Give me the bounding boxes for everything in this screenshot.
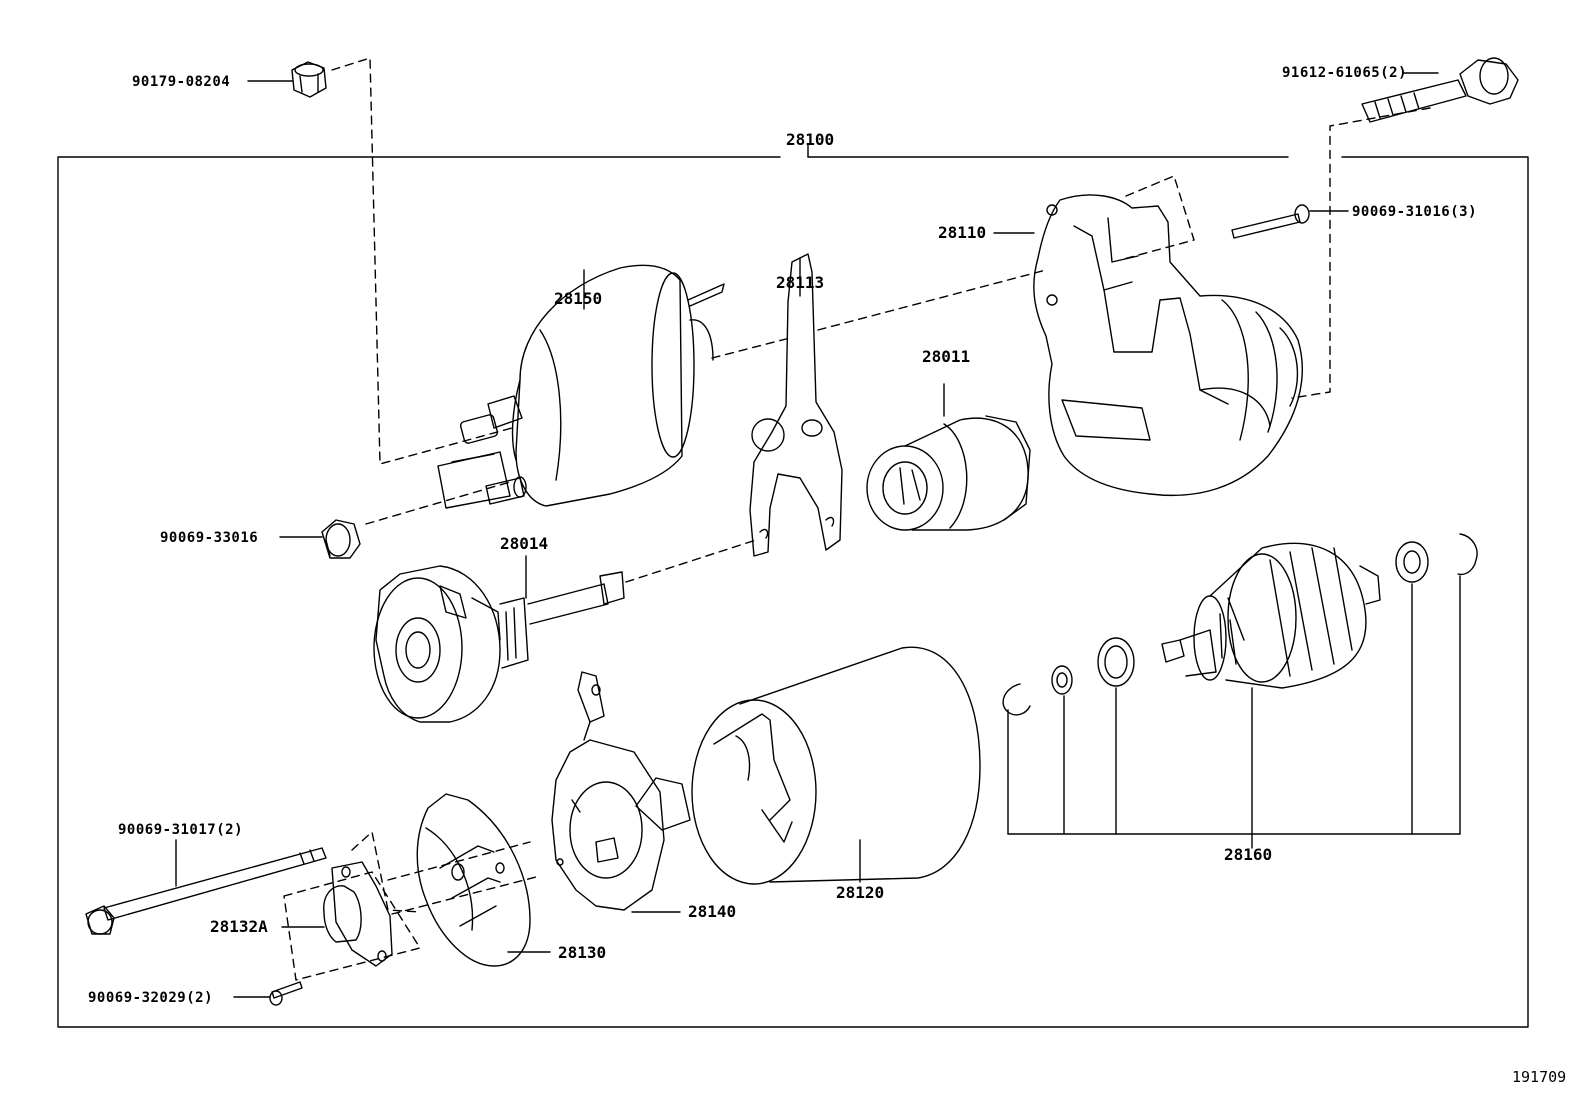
cover-28132A bbox=[323, 861, 393, 967]
dash-28130 bbox=[351, 831, 421, 913]
label-28113: 28113 bbox=[776, 273, 825, 292]
label-28120: 28120 bbox=[836, 883, 885, 902]
end-frame-28130 bbox=[416, 793, 531, 967]
lever-28113 bbox=[749, 253, 843, 557]
label-90069-32029: 90069-32029(2) bbox=[88, 990, 214, 1006]
snap-ring-1 bbox=[1457, 533, 1478, 576]
dash-28110 bbox=[1119, 175, 1195, 261]
clutch-28011 bbox=[866, 415, 1031, 531]
label-28150: 28150 bbox=[554, 289, 603, 308]
washer-2 bbox=[1097, 637, 1135, 687]
brush-holder-28140 bbox=[551, 671, 691, 911]
bolt-90069-31017 bbox=[85, 847, 327, 935]
dash-28132A bbox=[283, 871, 421, 981]
label-28110: 28110 bbox=[938, 223, 987, 242]
label-28130: 28130 bbox=[558, 943, 607, 962]
nut-90069-33016 bbox=[321, 519, 361, 559]
dash-91612 bbox=[1291, 107, 1431, 399]
label-90069-33016: 90069-33016 bbox=[160, 530, 259, 546]
label-28140: 28140 bbox=[688, 902, 737, 921]
screw-90069-32029 bbox=[269, 981, 303, 1006]
label-90069-31016: 90069-31016(3) bbox=[1352, 204, 1478, 220]
armature-28160 bbox=[1161, 542, 1381, 689]
dash-90069-33016 bbox=[365, 481, 511, 525]
bracket-28160 bbox=[1007, 575, 1461, 849]
solenoid-28150 bbox=[437, 264, 725, 509]
label-28160: 28160 bbox=[1224, 845, 1273, 864]
dash-28150-28113 bbox=[711, 337, 791, 359]
reference-number: 191709 bbox=[1512, 1068, 1567, 1086]
assembly-frame bbox=[57, 156, 1529, 1028]
label-90179-08204: 90179-08204 bbox=[132, 74, 231, 90]
label-28132A: 28132A bbox=[210, 917, 268, 936]
dash-28014-28113 bbox=[625, 539, 757, 583]
label-28014: 28014 bbox=[500, 534, 549, 553]
yoke-28120 bbox=[691, 646, 981, 885]
bolt-91612-61065 bbox=[1361, 57, 1519, 123]
gear-frame-28014 bbox=[373, 565, 625, 723]
nut-90179-08204 bbox=[291, 61, 327, 98]
snap-ring-2 bbox=[1002, 683, 1031, 716]
dash-28113-28110 bbox=[817, 269, 1047, 331]
dash-90179 bbox=[331, 57, 513, 465]
label-28011: 28011 bbox=[922, 347, 971, 366]
washer-ring-1 bbox=[1395, 541, 1429, 583]
bolt-90069-31016 bbox=[1231, 204, 1310, 239]
washer-1 bbox=[1051, 665, 1073, 695]
housing-28110 bbox=[1033, 194, 1304, 497]
label-91612-61065: 91612-61065(2) bbox=[1282, 65, 1408, 81]
label-assembly-28100: 28100 bbox=[786, 130, 835, 149]
label-90069-31017: 90069-31017(2) bbox=[118, 822, 244, 838]
